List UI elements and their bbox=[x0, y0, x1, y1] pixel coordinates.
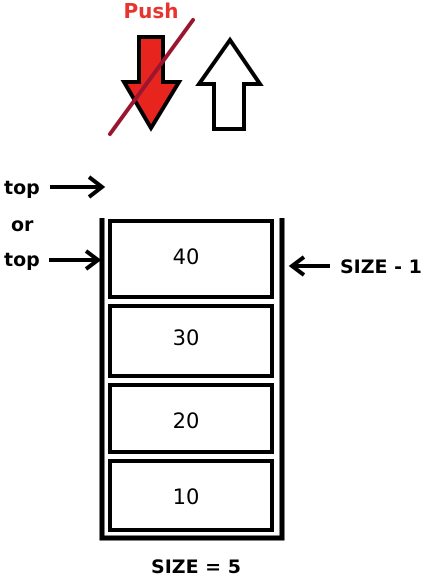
top-lower-arrow-right-icon bbox=[49, 249, 102, 271]
top-label-lower: top bbox=[4, 249, 40, 271]
top-upper-arrow-right-icon bbox=[50, 175, 106, 199]
stack-cell-0: 40 bbox=[108, 219, 274, 299]
stack-value: 40 bbox=[173, 245, 200, 269]
stack-value: 20 bbox=[173, 409, 200, 433]
stack-value: 30 bbox=[173, 326, 200, 350]
stack-value: 10 bbox=[173, 485, 200, 509]
top-label-upper: top bbox=[4, 177, 40, 199]
stack-cell-1: 30 bbox=[108, 304, 274, 378]
stack-container bbox=[99, 218, 285, 541]
or-label: or bbox=[11, 214, 34, 236]
push-label: Push bbox=[123, 0, 178, 23]
size-minus-one-label: SIZE - 1 bbox=[340, 256, 422, 278]
stack-cell-2: 20 bbox=[108, 383, 274, 454]
strike-line bbox=[108, 18, 195, 136]
stack-cell-3: 10 bbox=[108, 459, 274, 532]
push-arrow-down-icon bbox=[120, 35, 183, 132]
size-total-label: SIZE = 5 bbox=[151, 556, 241, 578]
size-minus-one-arrow-left-icon bbox=[288, 255, 330, 277]
pop-arrow-up-icon bbox=[195, 36, 264, 131]
